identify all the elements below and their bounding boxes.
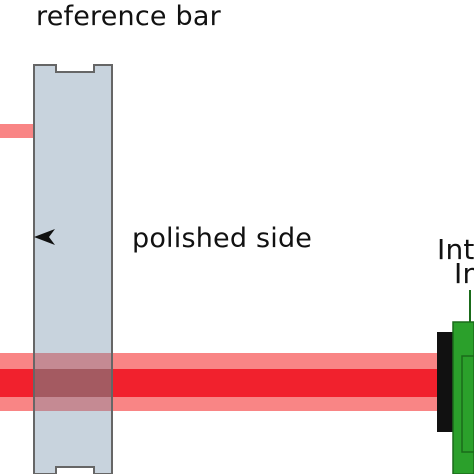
triangle-arrow-left-icon bbox=[34, 229, 55, 245]
reference-bar bbox=[33, 64, 113, 474]
cut-label-line2: In bbox=[454, 257, 474, 290]
upper-laser-beam bbox=[0, 124, 35, 138]
cut-label-line1: Int bbox=[437, 233, 474, 266]
detector-black-face bbox=[437, 332, 453, 432]
green-component-inner bbox=[461, 355, 474, 453]
reference-bar-label: reference bar bbox=[36, 1, 221, 32]
reference-bar-bottom-notch bbox=[55, 466, 95, 474]
polished-side-label: polished side bbox=[132, 223, 313, 254]
beam-overlap-core bbox=[35, 369, 111, 397]
